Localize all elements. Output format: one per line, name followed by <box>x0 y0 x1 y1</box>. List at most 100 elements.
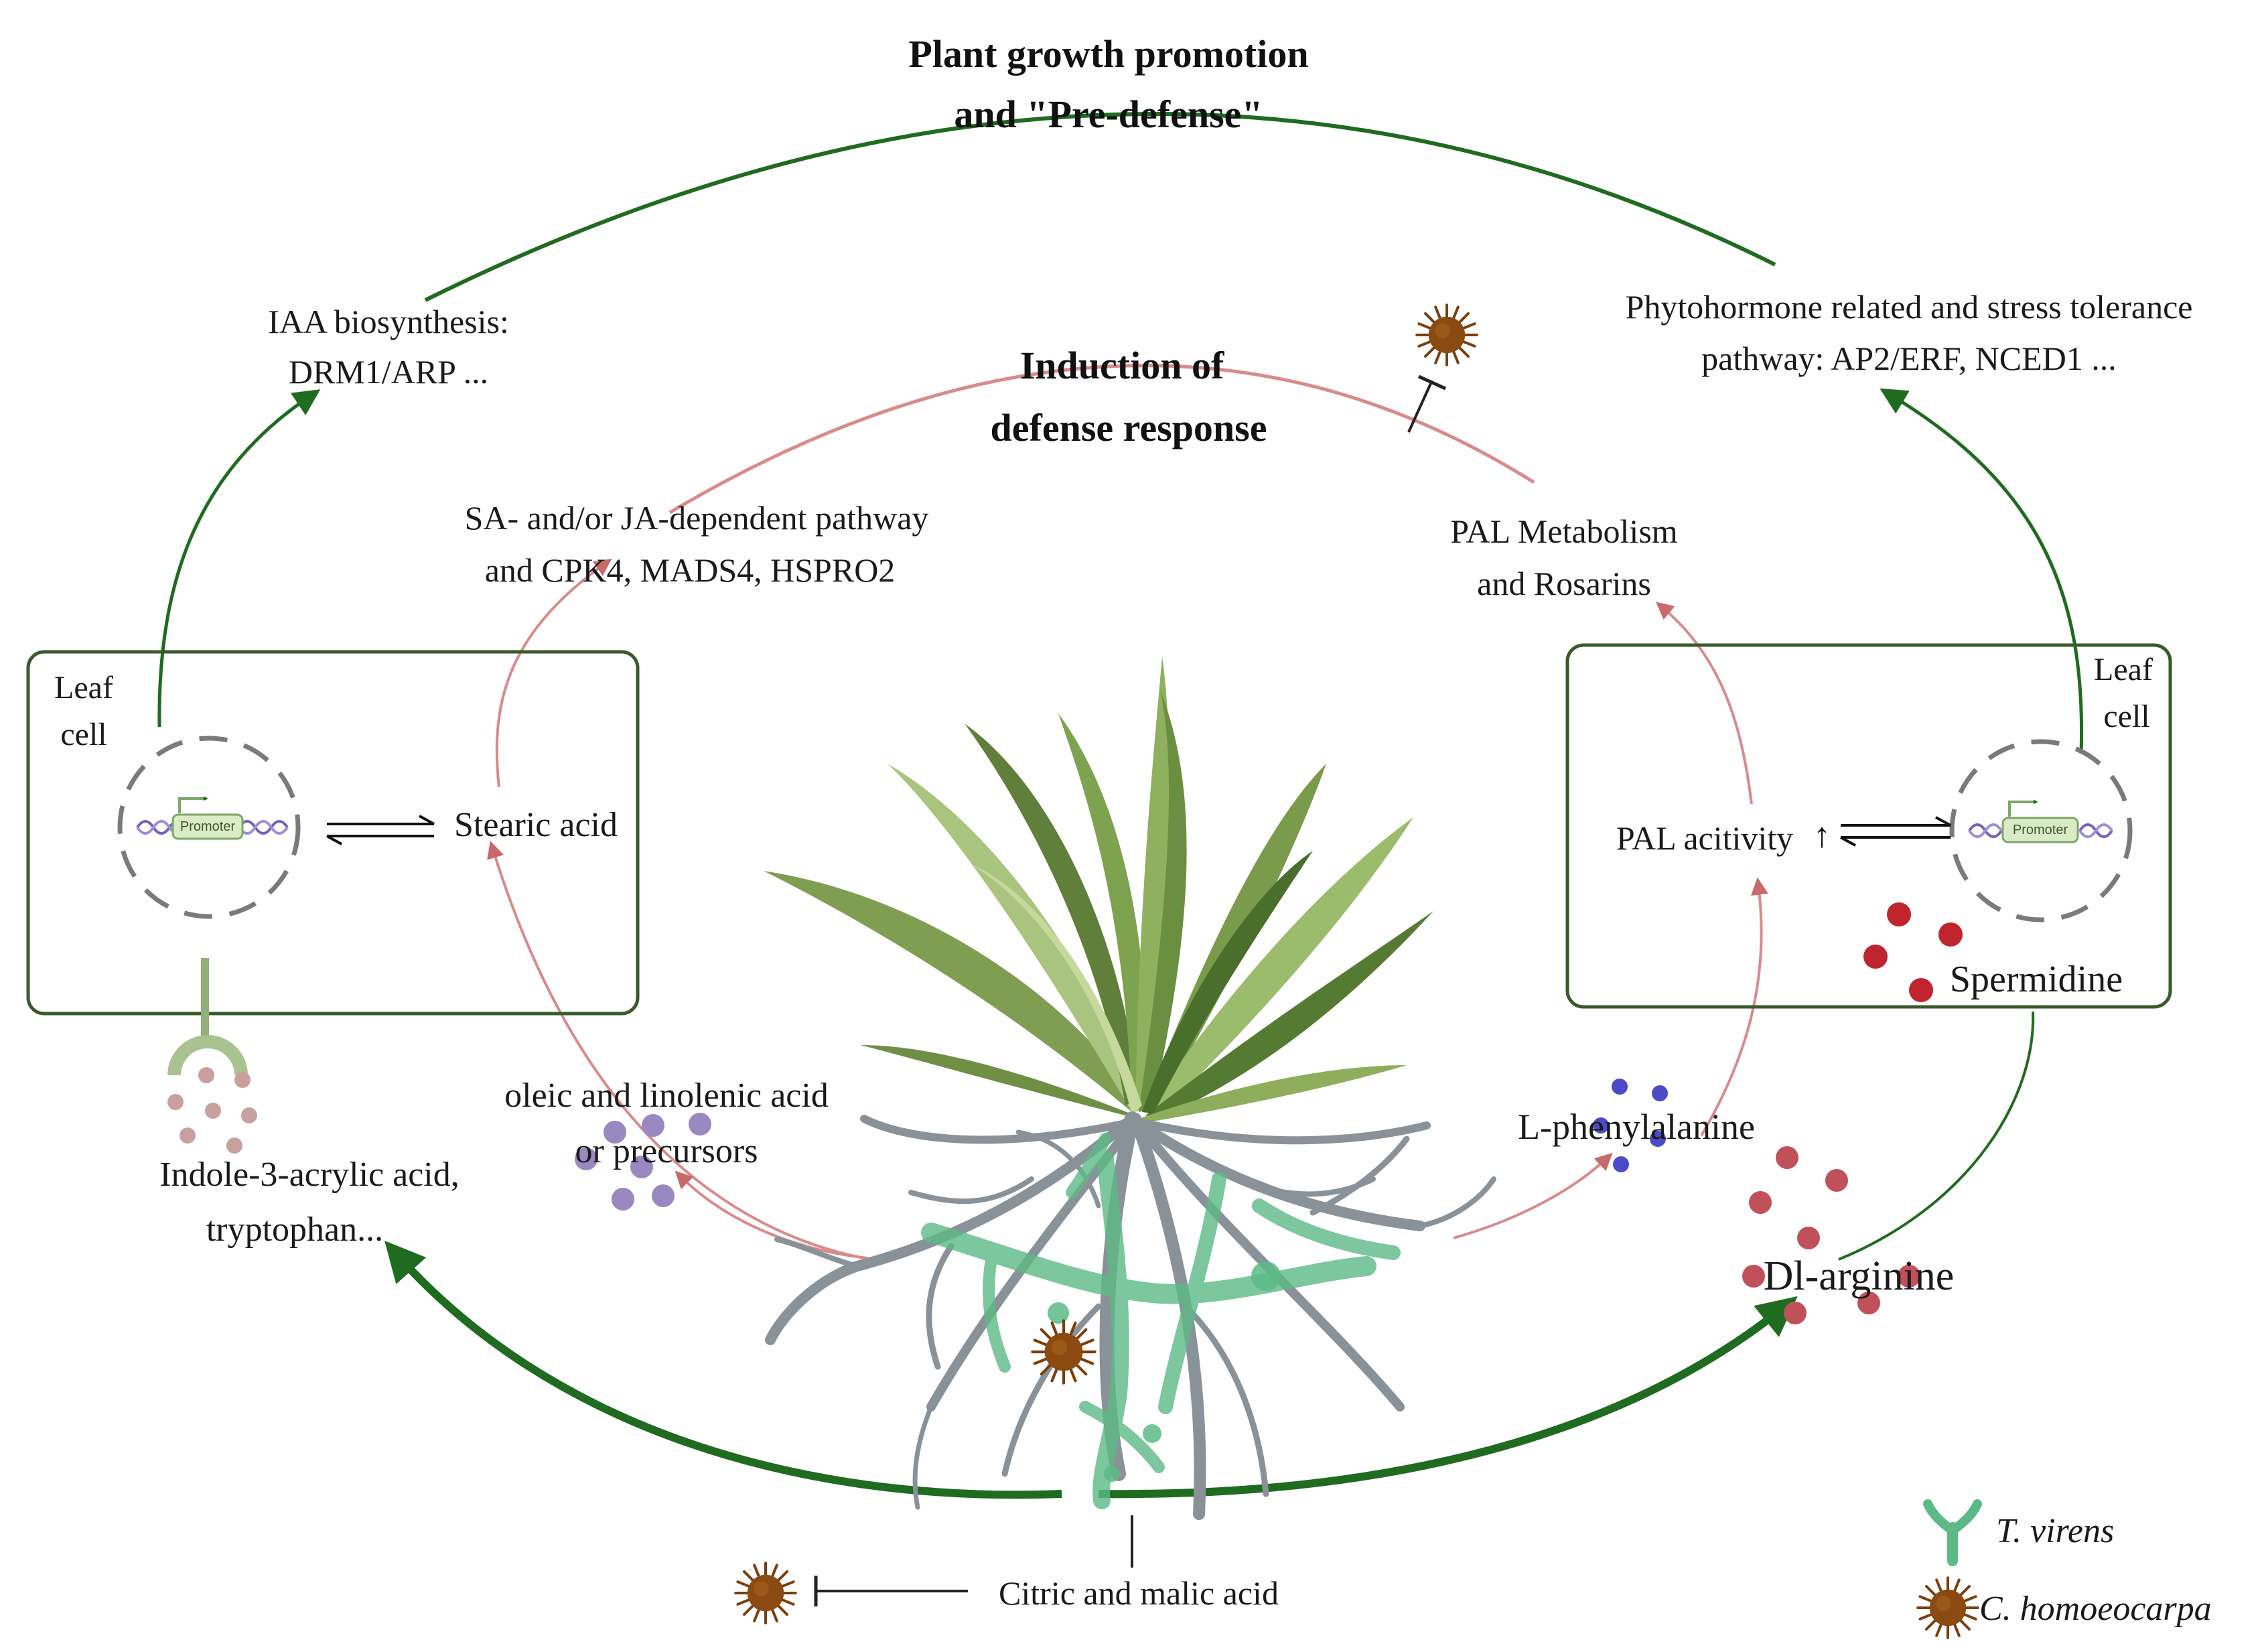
pink-right-upper-arc <box>1656 602 1753 805</box>
molecule-dot <box>1784 1302 1807 1324</box>
spermidine-label: Spermidine <box>1950 959 2123 1000</box>
molecule-dot <box>167 1094 184 1110</box>
indole-label-line1: Indole-3-acrylic acid, <box>159 1156 460 1194</box>
molecule-dot <box>1797 1227 1820 1249</box>
molecule-dot <box>234 1072 251 1088</box>
citric-malic-label: Citric and malic acid <box>999 1574 1279 1612</box>
plant-leaves <box>764 657 1433 1122</box>
legend: T. virens C. homoeocarpa <box>1916 1499 2212 1639</box>
molecule-dot <box>1593 1117 1609 1133</box>
right-nucleus <box>1949 739 2133 922</box>
molecule-dot <box>689 1113 711 1135</box>
tvirens-spores <box>1048 1261 1281 1482</box>
molecule-dot <box>180 1127 196 1144</box>
molecule-dot <box>1742 1265 1765 1288</box>
pink-right-lower-arc <box>1700 877 1768 1137</box>
pink-to-oleic-arrow <box>675 1170 868 1259</box>
bottom-right-green-arrow <box>1098 1296 1798 1499</box>
equilibrium-arrow <box>326 815 435 845</box>
tvirens-hyphae <box>921 1133 1401 1509</box>
pink-left-lower-arc <box>487 841 871 1261</box>
pink-left-upper-arc <box>495 558 612 788</box>
pink-to-lphe-arrow <box>1453 1152 1613 1239</box>
stearic-acid-label: Stearic acid <box>454 806 618 844</box>
right-leaf-cell: Promoter <box>1565 643 2172 1009</box>
outer-cycle-title-line1: Plant growth promotion <box>908 32 1308 76</box>
molecule-dot <box>1857 1292 1880 1314</box>
molecule-dot <box>1863 945 1888 969</box>
molecule-dot <box>1749 1191 1772 1214</box>
receptor-cup <box>167 1035 248 1076</box>
inner-cycle-title-line1: Induction of <box>1020 344 1224 387</box>
c-homoeocarpa-icon <box>734 1562 797 1625</box>
c-homoeocarpa-icon <box>1415 303 1478 366</box>
promoter-box <box>2001 817 2079 843</box>
leaf-cell-left-line1: Leaf <box>54 670 113 705</box>
molecule-dot <box>241 1107 257 1123</box>
leaf-cell-right-line1: Leaf <box>2094 652 2153 687</box>
oleic-label-line2: or precursors <box>575 1132 758 1170</box>
promoter-label: Promoter <box>180 819 236 834</box>
molecule-dot <box>1887 902 1911 926</box>
molecule-dot <box>1938 922 1963 947</box>
molecule-dot <box>1776 1146 1798 1169</box>
inhibition-bottom <box>734 1515 1133 1625</box>
left-leaf-to-iaa-arrow <box>157 389 321 728</box>
iaa-label-line2: DRM1/ARP ... <box>289 353 488 391</box>
pal-metabolism-line1: PAL Metabolism <box>1450 512 1677 550</box>
legend-chomoeocarpa-label: C. homoeocarpa <box>1979 1590 2212 1628</box>
arginine-to-spermidine-arrow <box>1838 1011 2035 1261</box>
bottom-left-green-arrow <box>384 1241 1062 1499</box>
arginine-dots <box>1742 1146 1920 1324</box>
pal-activity-label: PAL acitivity <box>1616 819 1793 857</box>
receptor-stem <box>201 958 209 1038</box>
inner-cycle-title-line2: defense response <box>991 406 1267 450</box>
promoter-label: Promoter <box>2013 823 2068 837</box>
promoter-box <box>171 813 244 840</box>
sa-ja-label-line2: and CPK4, MADS4, HSPRO2 <box>485 551 896 589</box>
molecule-dot <box>1898 1265 1920 1288</box>
left-nucleus <box>117 736 301 919</box>
phenylalanine-dots <box>1593 1079 1668 1172</box>
molecule-dot <box>575 1148 597 1170</box>
left-leaf-cell: Promoter <box>26 650 640 1076</box>
pal-metabolism-line2: and Rosarins <box>1477 565 1651 602</box>
outer-cycle-title-line2: and "Pre-defense" <box>954 92 1263 136</box>
c-homoeocarpa-icon <box>1916 1576 1979 1639</box>
sa-ja-label-line1: SA- and/or JA-dependent pathway <box>465 499 929 537</box>
top-green-arc <box>424 112 1776 302</box>
phyto-label-line2: pathway: AP2/ERF, NCED1 ... <box>1701 340 2117 377</box>
molecule-dot <box>1612 1079 1628 1095</box>
molecule-dot <box>1650 1131 1666 1147</box>
pal-increase-arrow: ↑ <box>1813 817 1831 855</box>
molecule-dot <box>630 1156 653 1178</box>
inhibition-top <box>1407 303 1478 433</box>
dl-arginine-label: Dl-arginine <box>1764 1253 1955 1299</box>
molecule-dot <box>1825 1169 1848 1192</box>
lipid-dots <box>575 1113 711 1211</box>
molecule-dot <box>642 1114 664 1137</box>
legend-tvirens-label: T. virens <box>1996 1512 2114 1550</box>
tvirens-legend-icon <box>1923 1499 1982 1566</box>
phyto-label-line1: Phytohormone related and stress toleranc… <box>1626 288 2193 326</box>
molecule-dot <box>205 1103 221 1119</box>
molecule-dot <box>612 1188 634 1211</box>
indole-label-line2: tryptophan... <box>206 1211 383 1249</box>
leaf-cell-right-line2: cell <box>2103 699 2149 734</box>
dna-helix-icon <box>1968 823 2113 838</box>
equilibrium-arrow <box>1840 816 1951 847</box>
molecule-dot <box>1652 1085 1668 1101</box>
outer-green-cycle <box>157 112 2084 1499</box>
right-leaf-to-phyto-arrow <box>1880 388 2084 754</box>
l-phenylalanine-label: L-phenylalanine <box>1518 1107 1755 1147</box>
c-homoeocarpa-icon <box>1032 1320 1094 1383</box>
molecule-dot <box>226 1138 242 1154</box>
indole-dots <box>167 1067 257 1154</box>
molecule-dot <box>1613 1156 1629 1172</box>
molecule-dot <box>652 1184 675 1207</box>
plant-roots <box>765 1111 1496 1520</box>
spermidine-dots <box>1863 902 1963 1002</box>
iaa-label-line1: IAA biosynthesis: <box>268 303 509 340</box>
